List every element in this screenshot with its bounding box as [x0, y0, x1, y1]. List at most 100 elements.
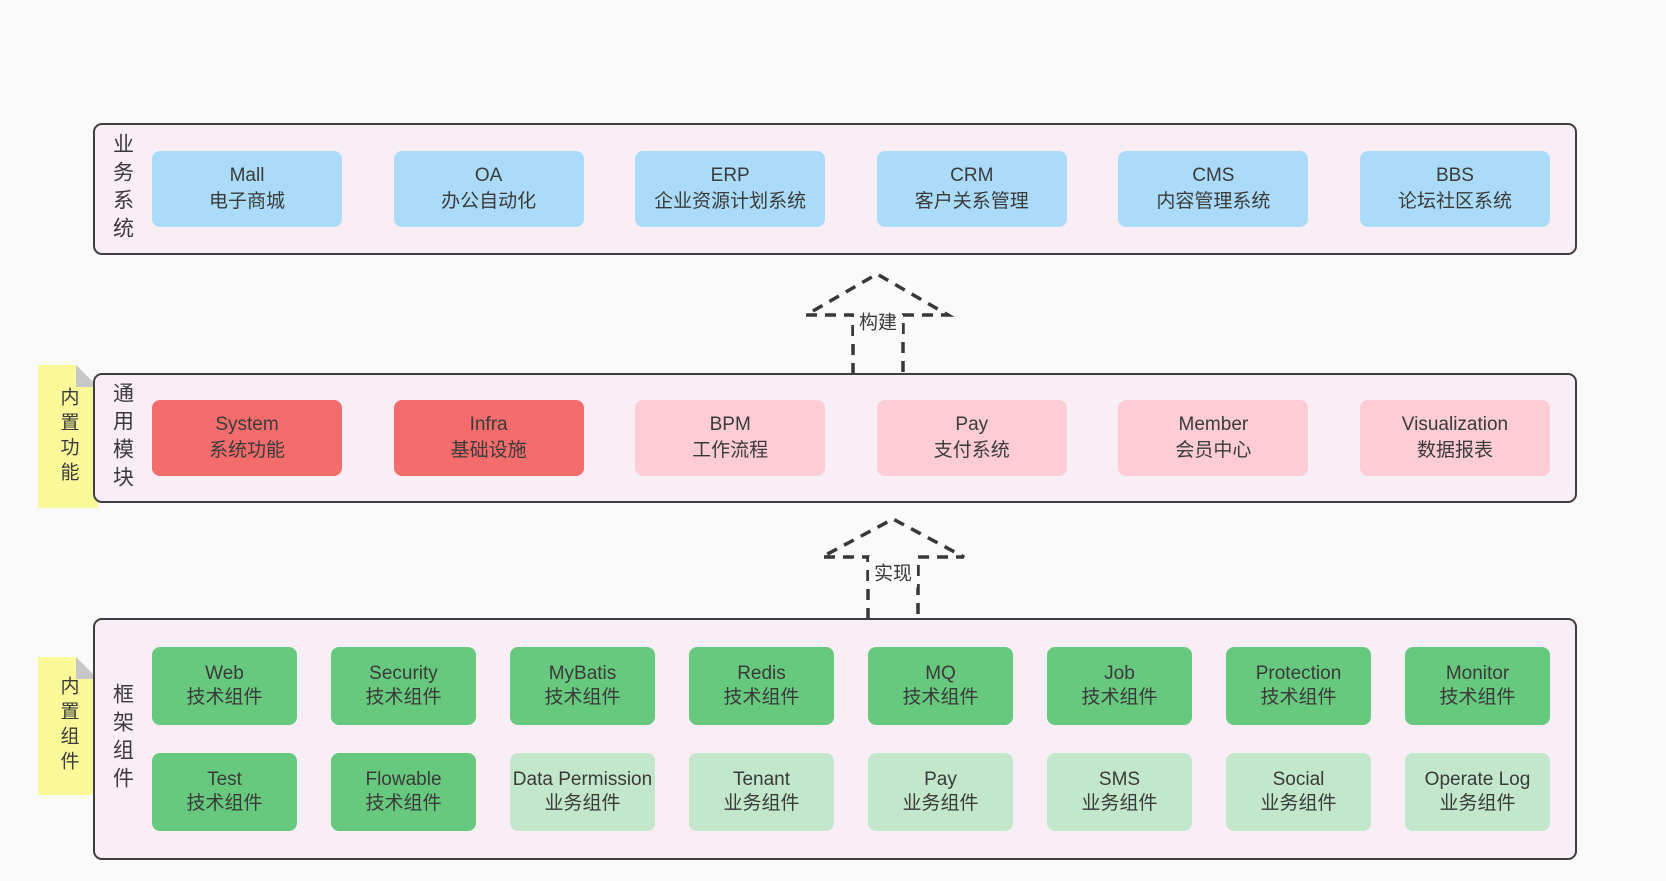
box-desc: 技术组件 — [544, 687, 621, 708]
box-name: Protection — [1255, 662, 1342, 684]
box-desc: 技术组件 — [723, 687, 800, 708]
box-desc: 客户关系管理 — [914, 191, 1029, 212]
box-mall: Mall 电子商城 — [152, 151, 342, 227]
box-test: Test 技术组件 — [152, 753, 297, 831]
component-row-1: Web 技术组件 Security 技术组件 MyBatis 技术组件 Redi… — [152, 647, 1550, 725]
box-desc: 数据报表 — [1416, 440, 1493, 461]
box-desc: 论坛社区系统 — [1397, 191, 1512, 212]
box-name: Operate Log — [1424, 768, 1531, 790]
box-web: Web 技术组件 — [152, 647, 297, 725]
box-name: Social — [1272, 768, 1325, 790]
box-desc: 办公自动化 — [441, 191, 537, 212]
box-desc: 技术组件 — [1439, 687, 1516, 708]
sticky-note-builtin-components: 内置组件 — [38, 657, 98, 795]
box-system: System 系统功能 — [152, 400, 342, 476]
box-oa: OA 办公自动化 — [393, 151, 584, 227]
box-desc: 工作流程 — [692, 440, 769, 461]
box-name: System — [215, 414, 279, 436]
arrow-label-build: 构建 — [853, 305, 903, 337]
box-desc: 业务组件 — [1439, 793, 1516, 814]
box-desc: 业务组件 — [902, 793, 979, 814]
business-boxes-row: Mall 电子商城 OA 办公自动化 ERP 企业资源计划系统 CRM 客户关系… — [152, 125, 1550, 253]
box-name: CRM — [950, 165, 994, 187]
box-name: Monitor — [1445, 662, 1510, 684]
box-desc: 技术组件 — [186, 687, 263, 708]
box-desc: 系统功能 — [208, 440, 285, 461]
box-infra: Infra 基础设施 — [393, 400, 584, 476]
box-name: Data Permission — [512, 768, 653, 790]
box-bbs: BBS 论坛社区系统 — [1359, 151, 1550, 227]
sticky-note-label: 内置组件 — [57, 676, 79, 776]
box-job: Job 技术组件 — [1047, 647, 1192, 725]
box-security: Security 技术组件 — [331, 647, 476, 725]
box-protection: Protection 技术组件 — [1226, 647, 1371, 725]
box-pay-component: Pay 业务组件 — [868, 753, 1013, 831]
box-desc: 企业资源计划系统 — [654, 191, 807, 212]
box-name: Mall — [229, 165, 265, 187]
box-erp: ERP 企业资源计划系统 — [635, 151, 826, 227]
box-desc: 会员中心 — [1175, 440, 1252, 461]
box-name: Infra — [469, 414, 508, 436]
box-desc: 业务组件 — [1081, 793, 1158, 814]
box-name: Pay — [955, 414, 989, 436]
box-tenant: Tenant 业务组件 — [689, 753, 834, 831]
box-redis: Redis 技术组件 — [689, 647, 834, 725]
box-bpm: BPM 工作流程 — [635, 400, 826, 476]
box-desc: 业务组件 — [1260, 793, 1337, 814]
box-name: Security — [369, 662, 438, 684]
box-visualization: Visualization 数据报表 — [1359, 400, 1550, 476]
box-name: ERP — [710, 165, 750, 187]
box-name: Job — [1104, 662, 1135, 684]
box-flowable: Flowable 技术组件 — [331, 753, 476, 831]
box-name: CMS — [1192, 165, 1235, 187]
box-desc: 支付系统 — [933, 440, 1010, 461]
panel-common-modules: 通用模块 System 系统功能 Infra 基础设施 BPM 工作流程 Pay… — [93, 373, 1577, 503]
box-name: Member — [1178, 414, 1249, 436]
box-desc: 基础设施 — [450, 440, 527, 461]
panel-title-modules: 通用模块 — [110, 382, 134, 494]
component-row-2: Test 技术组件 Flowable 技术组件 Data Permission … — [152, 753, 1550, 831]
box-pay-module: Pay 支付系统 — [876, 400, 1067, 476]
box-sms: SMS 业务组件 — [1047, 753, 1192, 831]
box-name: MQ — [925, 662, 956, 684]
box-name: Web — [205, 662, 244, 684]
box-desc: 技术组件 — [902, 687, 979, 708]
box-name: BBS — [1435, 165, 1474, 187]
box-name: MyBatis — [548, 662, 617, 684]
box-operate-log: Operate Log 业务组件 — [1405, 753, 1550, 831]
box-desc: 技术组件 — [365, 793, 442, 814]
sticky-note-label: 内置功能 — [57, 386, 79, 487]
box-desc: 技术组件 — [1260, 687, 1337, 708]
panel-title-business: 业务系统 — [110, 133, 134, 245]
arrow-label-implement: 实现 — [868, 556, 918, 588]
box-desc: 电子商城 — [208, 191, 285, 212]
box-monitor: Monitor 技术组件 — [1405, 647, 1550, 725]
box-name: Visualization — [1401, 414, 1509, 436]
box-mq: MQ 技术组件 — [868, 647, 1013, 725]
panel-framework-components: 框架组件 Web 技术组件 Security 技术组件 MyBatis 技术组件… — [93, 618, 1577, 860]
panel-title-components: 框架组件 — [110, 683, 134, 795]
panel-business-systems: 业务系统 Mall 电子商城 OA 办公自动化 ERP 企业资源计划系统 CRM… — [93, 123, 1577, 255]
box-desc: 技术组件 — [1081, 687, 1158, 708]
box-data-permission: Data Permission 业务组件 — [510, 753, 655, 831]
box-name: OA — [474, 165, 503, 187]
box-name: SMS — [1098, 768, 1141, 790]
component-boxes: Web 技术组件 Security 技术组件 MyBatis 技术组件 Redi… — [152, 620, 1550, 858]
box-mybatis: MyBatis 技术组件 — [510, 647, 655, 725]
box-desc: 业务组件 — [544, 793, 621, 814]
box-name: BPM — [709, 414, 751, 436]
box-name: Test — [207, 768, 242, 790]
box-desc: 内容管理系统 — [1156, 191, 1271, 212]
box-name: Redis — [737, 662, 786, 684]
box-member: Member 会员中心 — [1118, 400, 1309, 476]
box-desc: 业务组件 — [723, 793, 800, 814]
box-desc: 技术组件 — [365, 687, 442, 708]
box-cms: CMS 内容管理系统 — [1118, 151, 1309, 227]
box-crm: CRM 客户关系管理 — [876, 151, 1067, 227]
module-boxes-row: System 系统功能 Infra 基础设施 BPM 工作流程 Pay 支付系统… — [152, 375, 1550, 501]
box-name: Flowable — [365, 768, 442, 790]
box-desc: 技术组件 — [186, 793, 263, 814]
box-name: Tenant — [732, 768, 791, 790]
box-name: Pay — [924, 768, 957, 790]
